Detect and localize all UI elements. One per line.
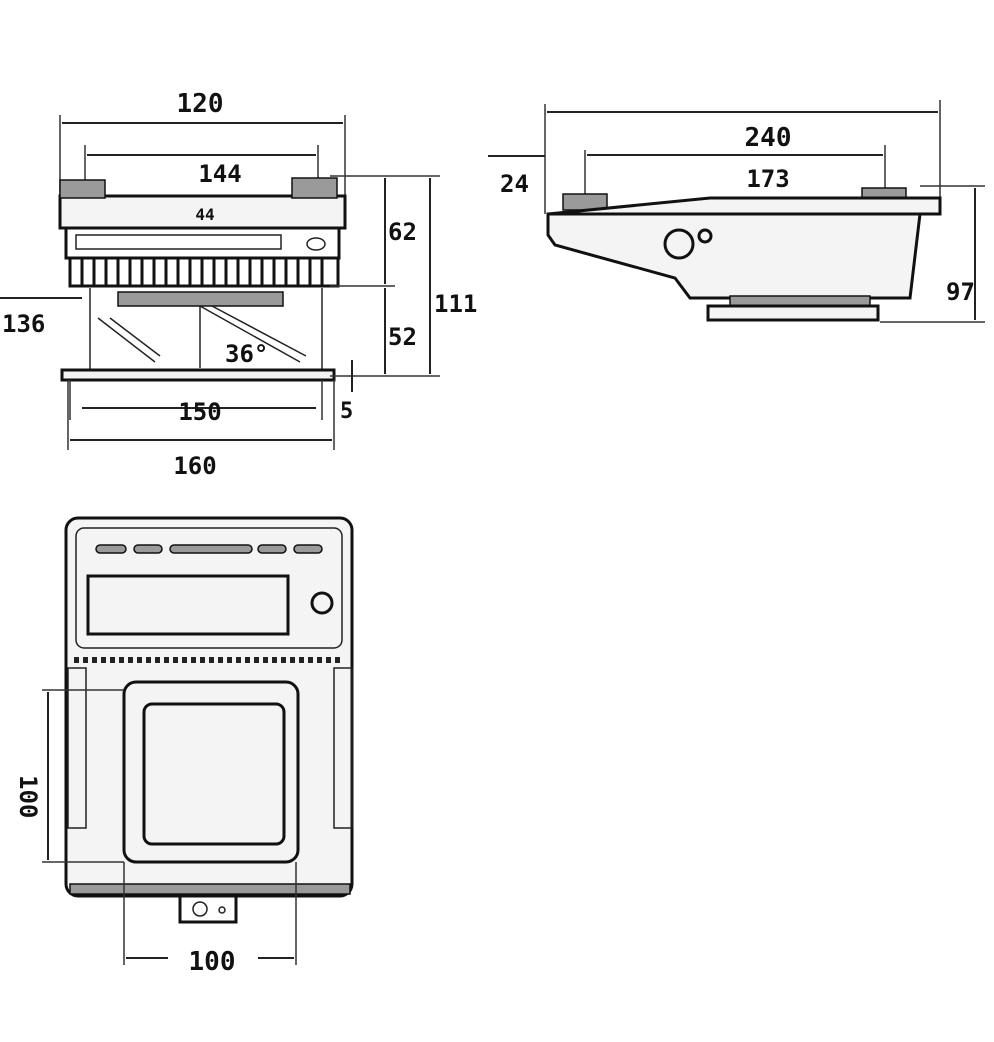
top-bottom-bar bbox=[69, 883, 351, 895]
front-view: 120 144 44 bbox=[0, 89, 477, 480]
top-pan-inner bbox=[142, 702, 286, 846]
dim-label-foot: 5 bbox=[340, 399, 353, 424]
dim-label-height-upper: 62 bbox=[388, 218, 417, 246]
top-knob-small bbox=[218, 906, 226, 914]
front-foot-right bbox=[291, 177, 338, 199]
dim-label-base-inner: 150 bbox=[178, 398, 221, 426]
dim-label-offset: 24 bbox=[500, 170, 529, 198]
front-button bbox=[306, 237, 326, 251]
top-connector-tab bbox=[178, 894, 238, 924]
side-knob-large bbox=[663, 228, 695, 260]
dim-label-pan-depth: 100 bbox=[14, 775, 42, 818]
side-knob-small bbox=[697, 228, 713, 244]
side-base-plate bbox=[706, 304, 880, 322]
dim-label-height-lower: 52 bbox=[388, 323, 417, 351]
dim-label-top-small: 44 bbox=[195, 205, 214, 224]
dim-label-inner-width: 144 bbox=[198, 160, 241, 188]
top-pan-outer bbox=[122, 680, 300, 864]
top-knob-large bbox=[192, 901, 208, 917]
top-display-window bbox=[86, 574, 290, 636]
top-button bbox=[310, 591, 334, 615]
dim-label-angle: 36° bbox=[225, 340, 268, 368]
top-vent-slots bbox=[95, 544, 323, 554]
front-display-panel bbox=[64, 226, 341, 260]
front-base-plate bbox=[60, 368, 336, 382]
side-main-body bbox=[546, 212, 922, 300]
dim-label-side-left: 136 bbox=[2, 310, 45, 338]
front-pan bbox=[117, 291, 284, 307]
dim-label-total-length: 240 bbox=[745, 123, 792, 153]
side-view: 240 173 24 97 bbox=[488, 100, 985, 323]
front-heatsink bbox=[68, 256, 340, 288]
top-view: 100 100 bbox=[14, 516, 354, 977]
dim-label-total-height: 111 bbox=[434, 290, 477, 318]
dim-label-base-outer: 160 bbox=[173, 452, 216, 480]
front-foot-left bbox=[59, 179, 106, 199]
dim-label-outer-width: 120 bbox=[177, 89, 224, 119]
dim-label-inner-length: 173 bbox=[746, 165, 789, 193]
dim-label-pan-width: 100 bbox=[189, 947, 236, 977]
dim-label-side-height: 97 bbox=[946, 278, 975, 306]
